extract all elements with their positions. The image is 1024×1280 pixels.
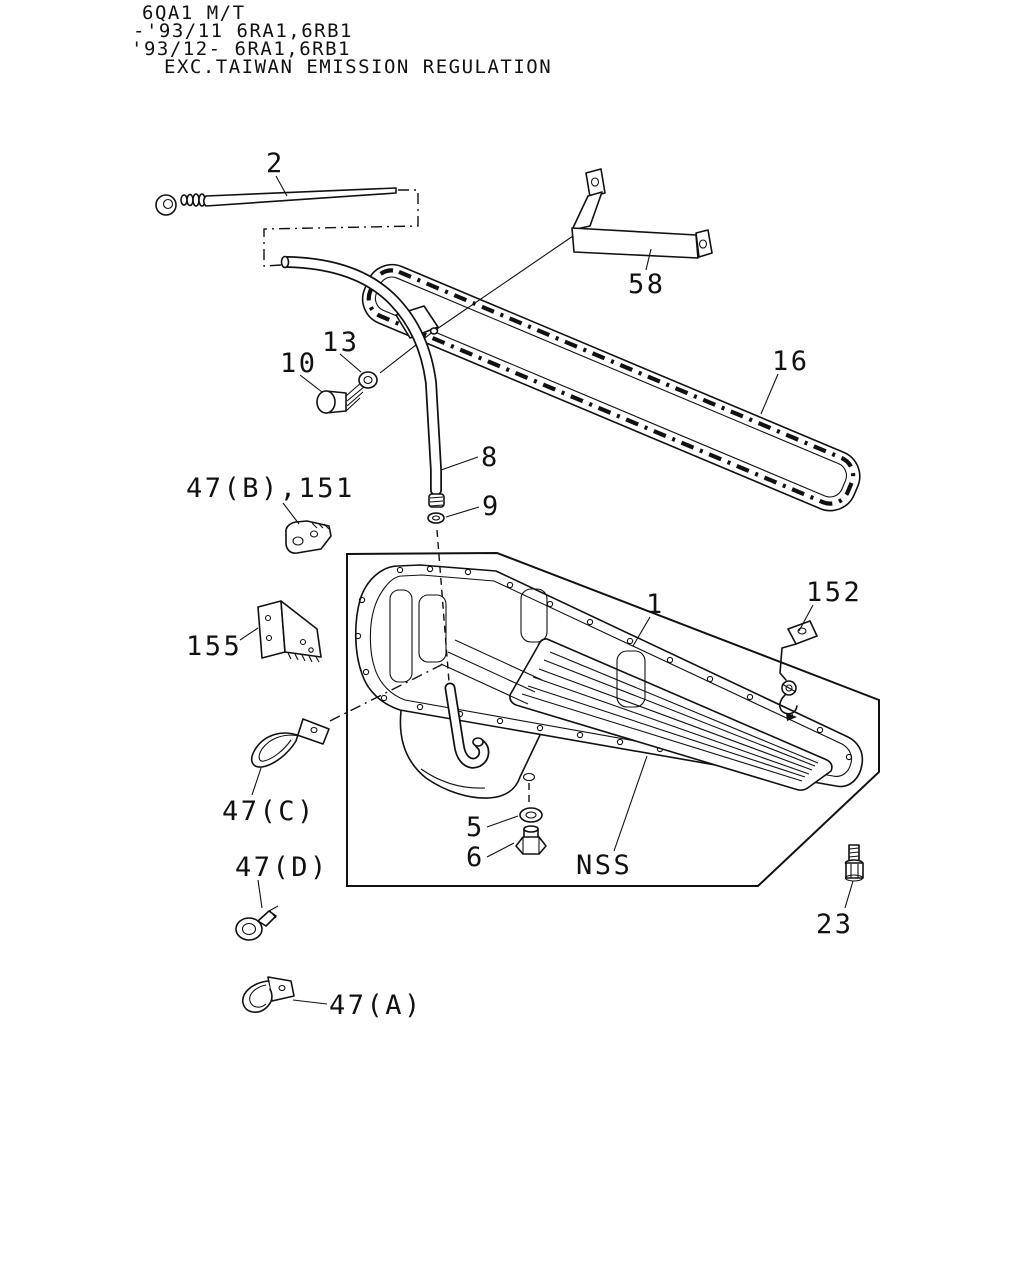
oil-level-tube	[280, 255, 450, 683]
bolt-23	[844, 844, 864, 882]
callout-10: 10	[280, 348, 318, 379]
callout-1: 1	[646, 589, 665, 620]
tube-alignment-dash	[436, 529, 450, 683]
callout-nss: NSS	[576, 850, 632, 881]
callout-8: 8	[481, 442, 500, 473]
tube-top-opening	[280, 255, 290, 269]
bracket58-hole-2	[698, 239, 708, 249]
callout-47b: 47(B),151	[186, 473, 355, 504]
bracket-47b	[285, 520, 332, 554]
washer-5	[519, 807, 543, 823]
header-note-line: EXC.TAIWAN EMISSION REGULATION	[164, 56, 553, 78]
callout-47d: 47(D)	[235, 852, 329, 883]
leader-lines	[239, 175, 854, 1005]
bracket-155	[257, 600, 322, 663]
gasket-inner-edge	[374, 276, 848, 498]
oil-pan	[354, 564, 864, 805]
gasket-slot-holes	[366, 268, 856, 506]
pan-short-ribs	[440, 639, 543, 705]
clip-47a	[242, 976, 295, 1013]
bracket-152	[779, 620, 818, 721]
bracket-58	[571, 168, 713, 259]
callout-labels: 2 58 13 10 16 8 9 47(B),151 155 1 152 47…	[186, 148, 862, 1021]
pan-head-panel-2	[418, 594, 447, 663]
bracket152-arrow	[786, 713, 797, 721]
header-range-line-2: '93/12- 6RA1,6RB1	[131, 38, 351, 60]
bracket47b-hatch	[311, 522, 330, 530]
drain-boss	[522, 772, 536, 782]
pan-sump-inner-line	[420, 768, 486, 789]
dipstick-alignment-line	[263, 189, 419, 267]
callout-58: 58	[628, 269, 666, 300]
callout-5: 5	[466, 812, 485, 843]
callout-152: 152	[806, 577, 862, 608]
callout-23: 23	[816, 909, 854, 940]
dipstick-rod	[202, 187, 397, 207]
dipstick-handle-loop	[155, 194, 177, 216]
clip-47d	[235, 905, 279, 941]
callout-2: 2	[266, 148, 285, 179]
bolt-10	[316, 381, 365, 414]
callout-155: 155	[186, 631, 242, 662]
pan-rib-floor	[509, 638, 833, 791]
o-ring-9	[427, 512, 445, 524]
callout-16: 16	[772, 346, 810, 377]
bracket58-hole-1	[590, 177, 600, 187]
callout-13: 13	[322, 327, 360, 358]
washer-13	[358, 371, 378, 389]
dipstick	[155, 187, 397, 216]
pan-sump-outline	[399, 710, 541, 799]
header-range-line-1: -'93/11 6RA1,6RB1	[133, 20, 353, 42]
tube-lower-in-pan	[444, 682, 490, 769]
pan-head-panel-1	[389, 589, 413, 683]
pan-floor-ribs	[521, 651, 819, 782]
clip-47c	[250, 718, 330, 768]
callout-9: 9	[482, 491, 501, 522]
callout-47a: 47(A)	[329, 990, 423, 1021]
bracket58-to-clamp-leader	[379, 235, 574, 374]
pan-baffle-2	[616, 650, 646, 708]
pan-baffle-1	[520, 588, 548, 643]
clamp-ear-hole	[429, 327, 439, 335]
tube-foot-opening	[472, 737, 484, 747]
callout-6: 6	[466, 842, 485, 873]
bolt10-threads	[345, 381, 365, 412]
assembly-box	[346, 551, 880, 887]
callout-47c: 47(C)	[222, 796, 316, 827]
tube-end-fitting	[428, 493, 445, 508]
header-model-line: 6QA1 M/T	[142, 2, 246, 24]
bracket155-hatch	[287, 652, 320, 663]
drain-plug-6	[515, 825, 547, 855]
